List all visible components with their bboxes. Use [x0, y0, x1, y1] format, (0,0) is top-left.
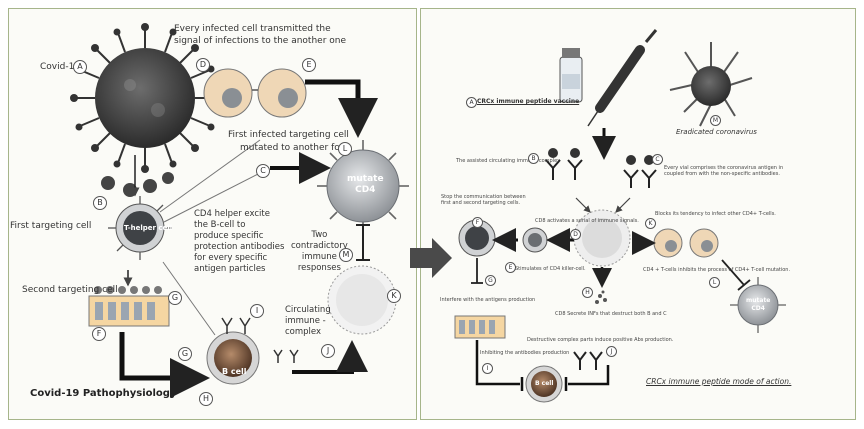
cd8-secrete-label: CD8 Secrete INFs that destruct both B an…	[555, 311, 667, 317]
letter-c-marker-right: C	[652, 154, 663, 165]
letter-f-marker-right: F	[472, 217, 483, 228]
mode-of-action-title: CRCx immune peptide mode of action.	[646, 377, 792, 386]
j-antibody-glyphs	[573, 351, 603, 370]
small-viruses	[101, 172, 174, 197]
letter-j-marker: J	[321, 344, 335, 358]
transition-arrow	[410, 238, 452, 278]
b-cell-illustration	[206, 331, 260, 385]
letter-g-marker-2: G	[178, 347, 192, 361]
vaccine-label: CRCx immune peptide vaccine	[477, 98, 580, 105]
t-helper-cell-illustration	[108, 196, 172, 260]
first-infected-label-2: mutated to another form	[240, 143, 353, 153]
every-infected-label-2: signal of infections to the another one	[174, 36, 346, 46]
letter-k-marker: K	[387, 289, 401, 303]
second-targeting-cells-illustration	[88, 286, 170, 327]
stimulates-label: Stimulates of CD4 killer-cell.	[515, 266, 586, 272]
interfere-label: Interfere with the antigens production	[440, 297, 536, 303]
first-targeting-cell-right	[458, 219, 496, 257]
vaccine-vial-illustration	[559, 48, 583, 103]
right-panel	[420, 8, 856, 420]
eradicated-virus-illustration	[669, 42, 753, 127]
letter-d-marker-right: D	[570, 229, 581, 240]
letter-m-marker-right: M	[710, 115, 721, 126]
left-panel-title: Covid-19 Pathophysiology	[30, 388, 177, 399]
mutate-cd4-cell-right	[730, 277, 786, 333]
eradicated-label: Eradicated coronavirus	[676, 128, 757, 136]
cd8-activates-label: CD8 activates a serial of immune signals…	[535, 218, 639, 224]
assisted-label: The assisted circulating immune complex	[456, 158, 561, 164]
letter-m-marker: M	[339, 248, 353, 262]
first-infected-label: First infected targeting cell	[228, 130, 349, 140]
letter-k-marker-right: K	[645, 218, 656, 229]
killer-cell-illustration	[327, 265, 397, 335]
destructive-label: Destructive complex parts induce positiv…	[527, 337, 674, 343]
letter-h-marker-right: H	[582, 287, 593, 298]
covid19-label: Covid-19	[40, 62, 81, 72]
second-targeting-cells-right	[454, 315, 506, 339]
b-cell-label: B cell	[222, 367, 247, 376]
letter-b-marker: B	[93, 196, 107, 210]
letter-f-marker: F	[92, 327, 106, 341]
letter-d-marker: D	[196, 58, 210, 72]
inhibiting-label: Inhibiting the antibodies production	[480, 350, 570, 356]
inf-particles	[595, 290, 607, 304]
letter-b-marker-right: B	[528, 153, 539, 164]
letter-a-marker-right: A	[466, 97, 477, 108]
cd4-killer-cell-illustration	[522, 227, 548, 253]
every-infected-label: Every infected cell transmitted the	[174, 24, 331, 34]
letter-c-marker: C	[256, 164, 270, 178]
blocks-label: Blocks its tendency to infect other CD4+…	[655, 211, 776, 217]
letter-l-marker: L	[338, 142, 352, 156]
cd4-inhibits-label: CD4 + T-cells inhibits the process of CD…	[643, 267, 791, 273]
first-targeting-label: First targeting cell	[10, 221, 92, 231]
letter-i-marker-right: I	[482, 363, 493, 374]
letter-l-marker-right: L	[709, 277, 720, 288]
letter-g-marker-right: G	[485, 275, 496, 286]
letter-h-marker: H	[199, 392, 213, 406]
second-targeting-label: Second targeting cell	[22, 285, 118, 295]
right-antibody-glyphs	[545, 159, 657, 188]
letter-e-marker: E	[302, 58, 316, 72]
b-cell-right-illustration	[525, 365, 563, 403]
t-helper-label: T-helper cell	[124, 224, 173, 232]
k-cells-right-illustration	[653, 228, 719, 258]
every-vial-text: Every vial comprises the coronavirus ant…	[664, 165, 784, 177]
letter-e-marker-right: E	[505, 262, 516, 273]
syringe-illustration	[587, 29, 658, 127]
letter-j-marker-right: J	[606, 346, 617, 357]
letter-a-marker: A	[73, 60, 87, 74]
infected-cells-illustration	[203, 68, 307, 118]
letter-g-marker: G	[168, 291, 182, 305]
antibody-glyphs	[221, 317, 299, 363]
letter-i-marker: I	[250, 304, 264, 318]
b-cell-label-right: B cell	[535, 380, 554, 387]
cd8-cell-illustration	[573, 209, 631, 267]
